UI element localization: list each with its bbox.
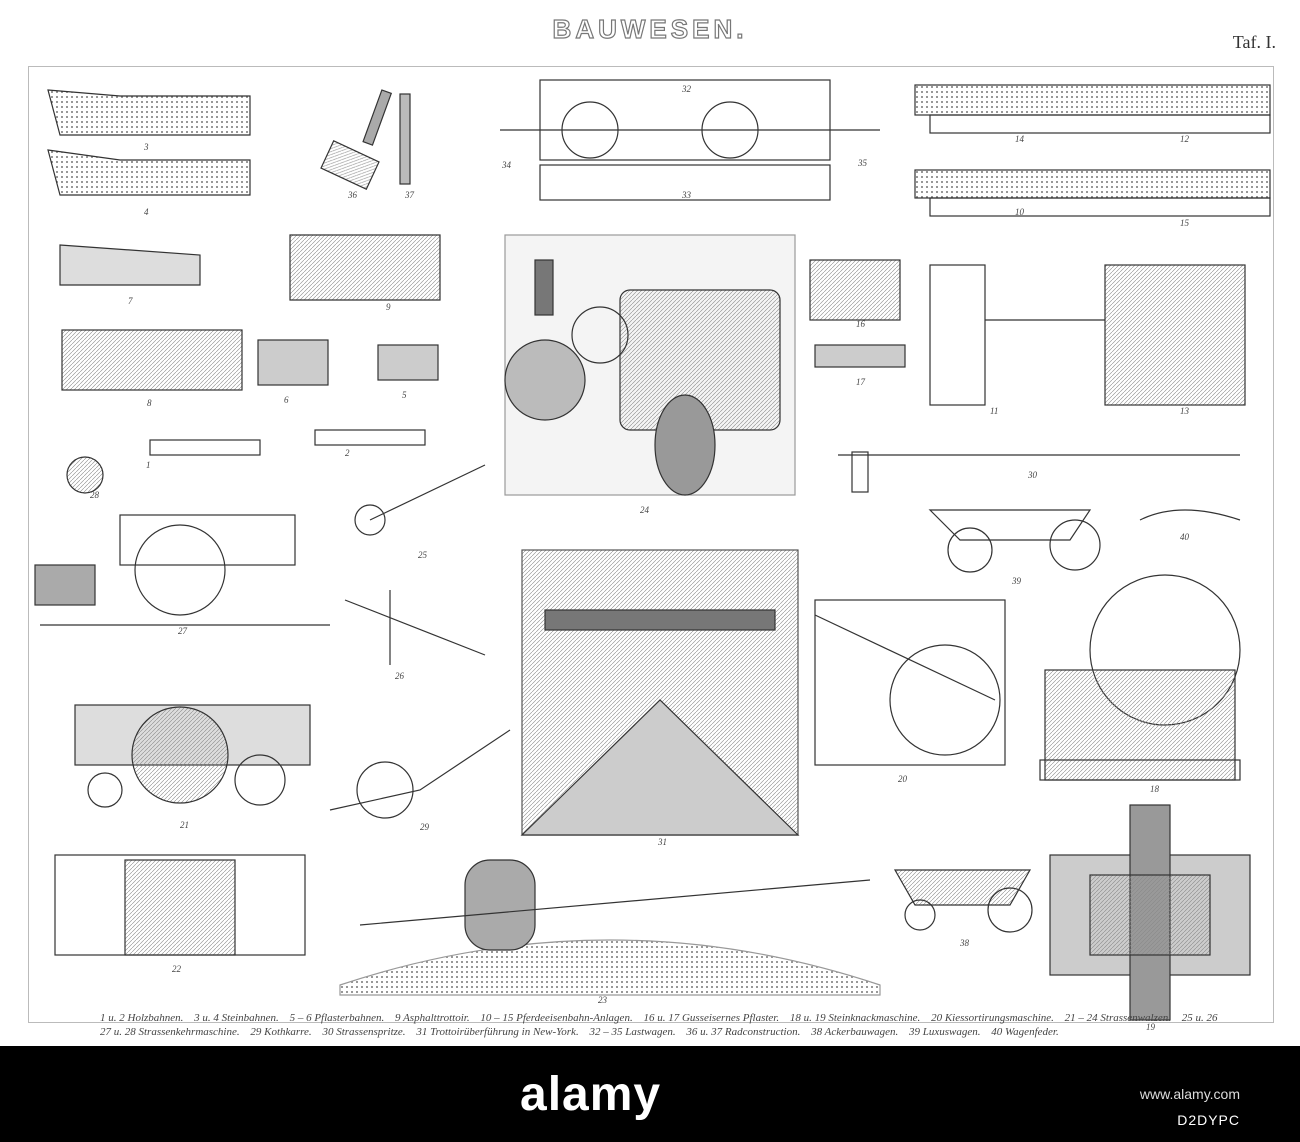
caption-item: 38 Ackerbauwagen.: [811, 1026, 899, 1038]
fig-label-4: 4: [144, 207, 149, 217]
watermark-url: www.alamy.com: [1139, 1086, 1240, 1102]
fig-label-36: 36: [347, 190, 358, 200]
caption-item: 21 – 24 Strassenwalzen.: [1064, 1012, 1171, 1024]
fig-label-17: 17: [856, 377, 866, 387]
caption-item: 5 – 6 Pflasterbahnen.: [289, 1012, 385, 1024]
caption-line-2: 27 u. 28 Strassenkehrmaschine. 29 Kothka…: [100, 1026, 1220, 1038]
fig-label-18: 18: [1150, 784, 1160, 794]
fig-label-22: 22: [172, 964, 182, 974]
figure-16-cast-pavement: [809, 259, 906, 368]
figure-30-sprinkler: [838, 451, 1240, 493]
caption-item: 20 Kiessortirungsmaschine.: [931, 1012, 1054, 1024]
fig-label-26: 26: [395, 671, 405, 681]
fig-label-6: 6: [284, 395, 289, 405]
fig-label-20: 20: [898, 774, 908, 784]
caption-item: 31 Trottoirüberführung in New-York.: [416, 1026, 579, 1038]
figure-24-steam-roller: [504, 234, 796, 496]
caption-item: 18 u. 19 Steinknackmaschine.: [789, 1012, 921, 1024]
fig-label-10: 10: [1015, 207, 1025, 217]
figure-25-push-cart: [344, 464, 486, 665]
plate-number: Taf. I.: [1232, 32, 1276, 52]
caption-item: 30 Strassenspritze.: [322, 1026, 406, 1038]
fig-label-34: 34: [501, 160, 512, 170]
fig-label-37: 37: [404, 190, 415, 200]
fig-label-9: 9: [386, 302, 391, 312]
caption-item: 3 u. 4 Steinbahnen.: [194, 1012, 279, 1024]
alamy-logo: alamy: [520, 1067, 662, 1121]
fig-label-16: 16: [856, 319, 866, 329]
figure-36-tool: [320, 89, 411, 190]
fig-label-40: 40: [1180, 532, 1190, 542]
caption-item: 27 u. 28 Strassenkehrmaschine.: [100, 1026, 240, 1038]
fig-label-29: 29: [420, 822, 430, 832]
figure-23-horse-roller: [339, 859, 881, 996]
fig-label-19: 19: [1146, 1022, 1156, 1032]
image-code: D2DYPC: [1177, 1112, 1240, 1128]
fig-label-38: 38: [959, 938, 970, 948]
stock-watermark-banner: alamy www.alamy.com D2DYPC: [0, 1046, 1300, 1142]
fig-label-23: 23: [598, 995, 608, 1005]
caption-item: 10 – 15 Pferdeeisenbahn-Anlagen.: [480, 1012, 633, 1024]
fig-label-7: 7: [128, 296, 133, 306]
fig-label-1: 1: [146, 460, 151, 470]
fig-label-28: 28: [90, 490, 100, 500]
fig-label-39: 39: [1011, 576, 1022, 586]
fig-label-24: 24: [640, 505, 650, 515]
plate-title: BAUWESEN.: [552, 13, 748, 44]
caption-item: 1 u. 2 Holzbahnen.: [100, 1012, 184, 1024]
figure-31-street-scene: [520, 549, 800, 836]
figure-22-roller-plan: [54, 854, 306, 956]
fig-label-2: 2: [345, 448, 350, 458]
fig-label-3: 3: [143, 142, 149, 152]
caption-item: 9 Asphalttrottoir.: [395, 1012, 470, 1024]
caption-item: 25 u. 26 Kehrkarren.: [1181, 1012, 1220, 1024]
figure-29-barrow: [329, 729, 511, 819]
caption-line-1: 1 u. 2 Holzbahnen. 3 u. 4 Steinbahnen. 5…: [100, 1012, 1220, 1024]
caption-item: 16 u. 17 Gusseisernes Pflaster.: [643, 1012, 780, 1024]
fig-label-25: 25: [418, 550, 428, 560]
caption-item: 36 u. 37 Radconstruction.: [686, 1026, 801, 1038]
fig-label-27: 27: [178, 626, 188, 636]
caption-item: 29 Kothkarre.: [250, 1026, 312, 1038]
fig-label-8: 8: [147, 398, 152, 408]
figure-3-stone-road: [47, 89, 251, 196]
fig-label-31: 31: [657, 837, 667, 847]
fig-label-32: 32: [681, 84, 692, 94]
fig-label-15: 15: [1180, 218, 1190, 228]
figure-20-gravel-sorter: [814, 599, 1006, 766]
figure-7-paving: [59, 234, 441, 456]
caption-item: 32 – 35 Lastwagen.: [589, 1026, 676, 1038]
figure-21-roller: [74, 704, 311, 808]
figure-38-farm-wagon: [893, 869, 1033, 933]
figure-27-sweeper: [34, 456, 330, 626]
figure-18-stone-crusher: [1039, 574, 1241, 781]
fig-label-14: 14: [1015, 134, 1025, 144]
caption-item: 39 Luxuswagen.: [909, 1026, 981, 1038]
fig-label-12: 12: [1180, 134, 1190, 144]
fig-label-33: 33: [681, 190, 692, 200]
fig-label-11: 11: [990, 406, 998, 416]
caption-item: 40 Wagenfeder.: [991, 1026, 1059, 1038]
engraving-plate: [28, 66, 1274, 1023]
figure-11-rail-plan: [929, 264, 1246, 406]
figure-32-cart: [500, 79, 880, 201]
figure-39-carriage: [928, 509, 1241, 573]
fig-label-35: 35: [857, 158, 868, 168]
figure-19-crusher-plan: [1049, 804, 1251, 1021]
figure-12-rail-section: [914, 84, 1271, 217]
fig-label-13: 13: [1180, 406, 1190, 416]
fig-label-30: 30: [1027, 470, 1038, 480]
fig-label-21: 21: [180, 820, 189, 830]
fig-label-5: 5: [402, 390, 407, 400]
